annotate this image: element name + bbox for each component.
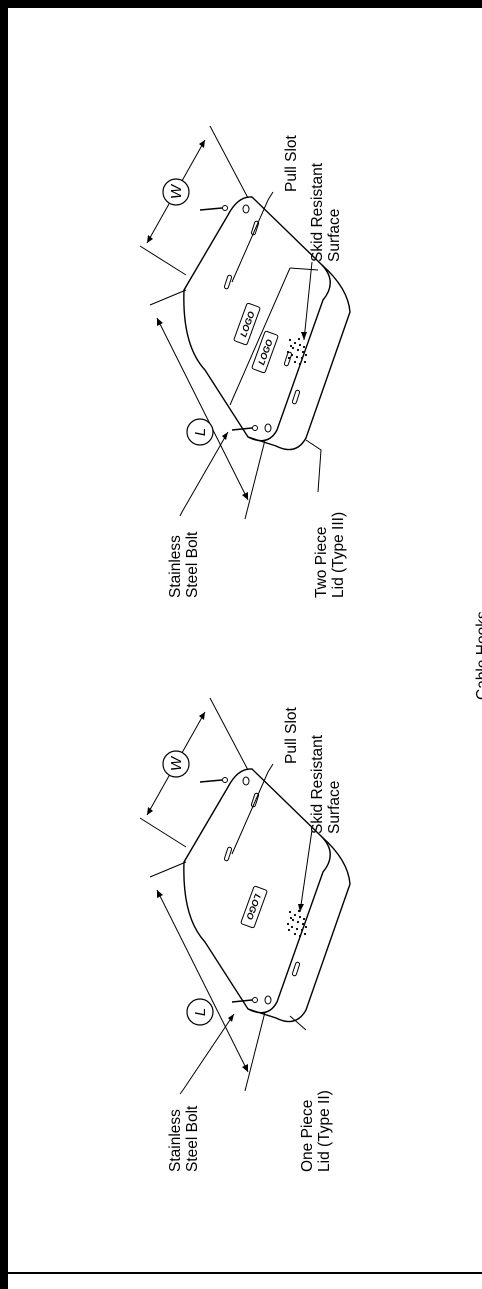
dimension-l-2: L bbox=[149, 861, 266, 1092]
leader-skid-2 bbox=[299, 829, 313, 913]
dimension-l-text: L bbox=[192, 428, 209, 436]
lid-bolt-hole-bottom-2 bbox=[264, 995, 272, 1005]
leader-pull-slot-2 bbox=[231, 763, 274, 855]
bolt-label-2a: Stainless bbox=[167, 1109, 184, 1172]
stainless-bolt-top-2 bbox=[199, 777, 228, 783]
leader-lid-2 bbox=[289, 1015, 307, 1031]
stainless-bolt-bottom-2 bbox=[231, 997, 258, 1003]
dimension-w-bubble-2 bbox=[162, 750, 190, 778]
one-piece-lid-figure: LOGO W bbox=[139, 697, 351, 1172]
dimension-w-text: W bbox=[168, 183, 185, 199]
lid-label-1b: Lid (Type III) bbox=[330, 512, 347, 598]
lid-label-2b: Lid (Type II) bbox=[316, 1090, 333, 1172]
pull-slot-c bbox=[283, 351, 293, 367]
pull-slot-d bbox=[291, 389, 301, 405]
stainless-bolt-top bbox=[199, 205, 228, 211]
one-piece-lid-top bbox=[183, 768, 331, 1014]
dimension-w-bubble bbox=[162, 178, 190, 206]
pull-slot-2b bbox=[223, 846, 233, 862]
two-piece-split-line bbox=[229, 267, 291, 406]
skid-label-2b: Surface bbox=[326, 781, 343, 834]
dimension-l-bubble bbox=[186, 418, 214, 446]
dimension-l-bubble-2 bbox=[186, 998, 214, 1026]
frame-bottom-rule bbox=[8, 1272, 482, 1274]
skid-resistant-texture-2 bbox=[286, 909, 308, 938]
dimension-w-text-2: W bbox=[168, 755, 185, 771]
dimension-w-2: W bbox=[139, 697, 249, 848]
leader-bolt-1 bbox=[179, 431, 229, 517]
skid-label-1a: Skid Resistant bbox=[309, 162, 326, 262]
two-piece-lid-rim bbox=[247, 264, 351, 451]
leader-pull-slot-1 bbox=[231, 191, 274, 283]
lid-bolt-hole-top-2 bbox=[242, 776, 250, 786]
leader-bolt-2 bbox=[179, 1013, 235, 1095]
two-piece-lid-top bbox=[183, 196, 331, 442]
logo-plate-3: LOGO bbox=[240, 885, 268, 929]
leader-skid-1 bbox=[303, 261, 313, 341]
logo-plate-1: LOGO bbox=[233, 302, 261, 346]
stainless-bolt-bottom bbox=[231, 425, 258, 431]
skid-resistant-texture bbox=[286, 337, 308, 366]
two-piece-lid-figure: LOGO LOGO bbox=[139, 125, 351, 598]
pull-slot-label-2: Pull Slot bbox=[283, 706, 300, 764]
pull-slot-2c bbox=[291, 961, 301, 977]
bolt-label-1a: Stainless bbox=[167, 535, 184, 598]
bolt-label-2b: Steel Bolt bbox=[184, 1105, 201, 1172]
pull-slot-label-1: Pull Slot bbox=[283, 134, 300, 192]
dimension-w: W bbox=[139, 125, 249, 276]
two-piece-split-edge bbox=[289, 267, 319, 271]
dimension-l: L bbox=[149, 289, 266, 520]
cable-hooks-label: Cable Hooks bbox=[474, 611, 482, 700]
bolt-label-1b: Steel Bolt bbox=[184, 531, 201, 598]
one-piece-lid-rim bbox=[247, 836, 351, 1023]
lid-bolt-hole-bottom bbox=[264, 423, 272, 433]
leader-lid-1 bbox=[305, 439, 322, 493]
lid-label-2a: One Piece bbox=[299, 1100, 316, 1172]
skid-label-1b: Surface bbox=[326, 209, 343, 262]
lid-bolt-hole-top bbox=[242, 204, 250, 214]
pull-slot-b bbox=[223, 274, 233, 290]
dimension-l-text-2: L bbox=[192, 1008, 209, 1016]
lid-label-1a: Two Piece bbox=[313, 526, 330, 598]
skid-label-2a: Skid Resistant bbox=[309, 734, 326, 834]
logo-plate-2: LOGO bbox=[251, 330, 279, 374]
